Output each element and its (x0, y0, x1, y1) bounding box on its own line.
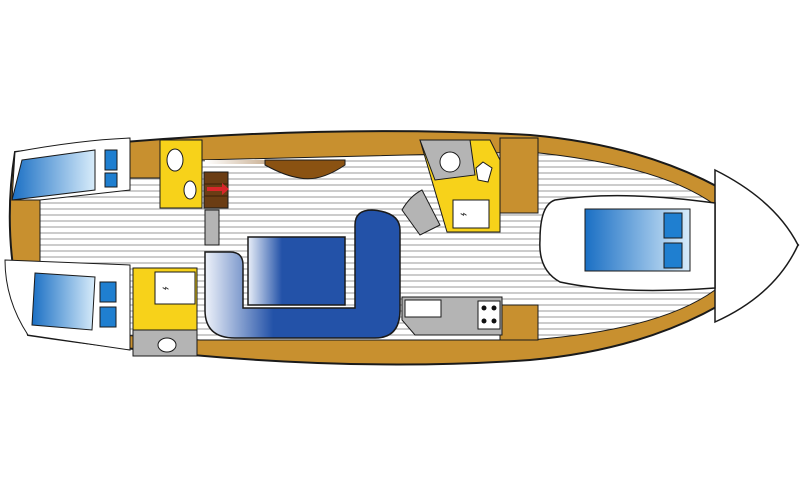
saloon-table (247, 236, 346, 306)
pillow (99, 281, 117, 303)
burner (491, 305, 497, 311)
galley-sink (404, 299, 442, 318)
saloon-cabinet-curve (264, 159, 346, 180)
sink-icon (157, 337, 177, 353)
stove-icon (477, 300, 501, 330)
aft-berth-top (11, 149, 96, 201)
burner (481, 305, 487, 311)
aft-head-top (159, 139, 203, 209)
pillow (663, 212, 683, 239)
bow-anchor-locker (714, 168, 799, 324)
burner (481, 318, 487, 324)
steps-rail (204, 209, 220, 246)
toilet-icon (475, 161, 493, 183)
toilet-icon (166, 148, 184, 172)
forward-steps (401, 189, 441, 236)
pillow (104, 149, 118, 171)
saloon-settee (204, 209, 401, 339)
shower-tray (154, 271, 196, 305)
bulkhead-forward (499, 137, 539, 214)
pillow (99, 306, 117, 328)
burner (491, 318, 497, 324)
bulkhead-galley (499, 304, 539, 341)
sink-icon (439, 151, 461, 173)
shower-icon: ⌁ (460, 207, 467, 221)
arrow-icon (207, 183, 229, 195)
aft-berth-bottom (31, 272, 96, 331)
pillow (663, 242, 683, 269)
shower-tray (452, 199, 490, 229)
pillow (104, 172, 118, 188)
shower-icon: ⌁ (162, 281, 169, 295)
sink-icon (183, 180, 197, 200)
